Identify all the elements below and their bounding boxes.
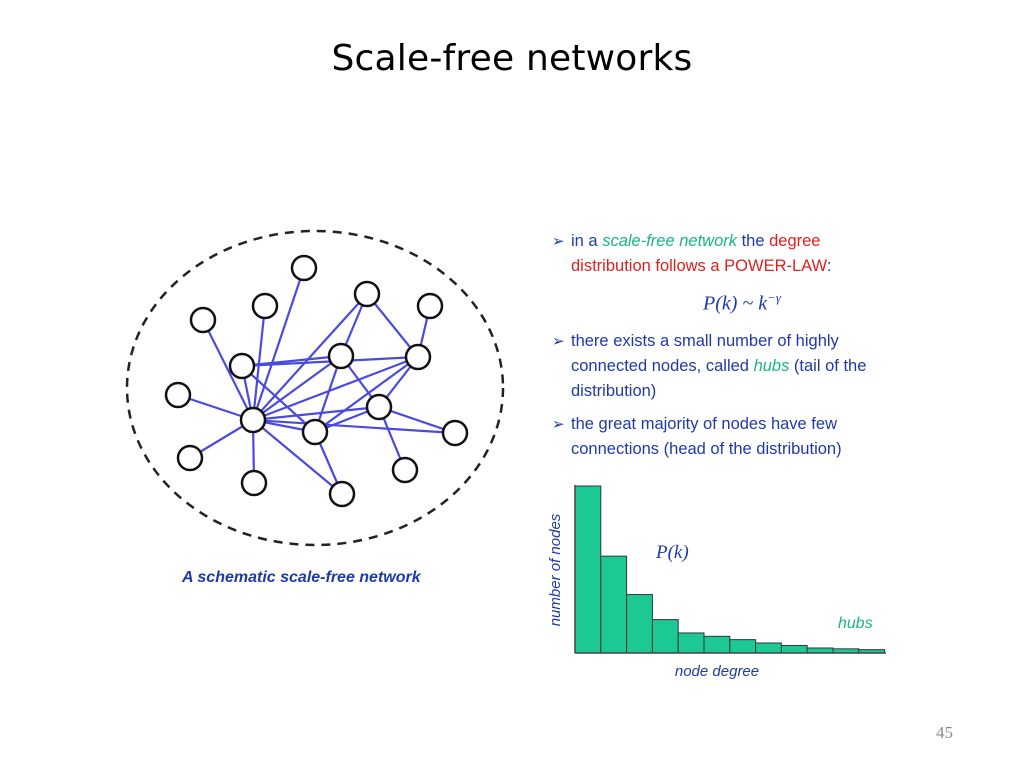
network-edge (241, 365, 316, 433)
network-node (404, 343, 432, 371)
histogram-bar (780, 644, 808, 654)
slide-title: Scale-free networks (331, 38, 693, 79)
network-edge (252, 355, 342, 421)
y-axis-label: number of nodes (547, 513, 564, 626)
bullet-list: ➢ in a scale-free network the degree dis… (552, 229, 902, 462)
network-node (290, 254, 318, 282)
histogram-bar (677, 632, 705, 654)
histogram-bar (574, 485, 602, 654)
power-law-formula: P(k) ~ k−γ (582, 285, 902, 319)
network-node (328, 480, 356, 508)
network-edge (378, 405, 456, 435)
network-nodes (164, 254, 469, 508)
network-edge (314, 356, 419, 433)
network-caption: A schematic scale-free network (182, 569, 421, 586)
network-diagram (125, 229, 505, 547)
histogram-bar (626, 594, 653, 654)
network-node (240, 469, 268, 497)
histogram-bar (806, 647, 834, 654)
bullet-text: the great majority of nodes have few con… (571, 415, 842, 458)
network-node (353, 280, 381, 308)
network-edge (251, 267, 306, 421)
network-node (365, 393, 393, 421)
term-power-law: degree distribution follows a POWER-LAW (571, 232, 827, 275)
histogram-bar (703, 635, 731, 654)
network-node (164, 381, 192, 409)
network-edge (252, 419, 343, 495)
term-hubs: hubs (753, 357, 790, 375)
network-edge (252, 293, 368, 421)
network-node (251, 292, 279, 320)
network-node (189, 306, 217, 334)
network-node (327, 342, 355, 370)
hubs-label: hubs (838, 615, 873, 632)
network-node (391, 456, 419, 484)
network-boundary (125, 229, 505, 547)
histogram-bar (755, 642, 782, 654)
arrow-bullet-icon: ➢ (552, 415, 565, 433)
formula-exponent: −γ (767, 290, 782, 305)
histogram-bar (729, 639, 757, 654)
curve-label: P(k) (655, 542, 689, 563)
network-edge (252, 418, 456, 435)
page-number: 45 (936, 723, 953, 742)
x-axis-label: node degree (675, 663, 759, 680)
bullet-text: there exists a small number of highly co… (571, 332, 839, 375)
network-node (176, 444, 204, 472)
network-edge (313, 355, 343, 433)
network-node (441, 419, 469, 447)
bullet-hubs: ➢ there exists a small number of highly … (552, 329, 902, 404)
histogram-bars (574, 485, 886, 654)
arrow-bullet-icon: ➢ (552, 232, 565, 250)
degree-histogram: number of nodes node degree P(k) hubs (547, 485, 886, 680)
arrow-bullet-icon: ➢ (552, 332, 565, 350)
bullet-text: in a (571, 232, 603, 250)
bullet-power-law: ➢ in a scale-free network the degree dis… (552, 229, 902, 279)
network-node (416, 292, 444, 320)
network-edge (252, 405, 380, 422)
network-edge (252, 355, 419, 422)
formula-base: P(k) ~ k (702, 292, 768, 315)
network-edge (202, 319, 254, 421)
network-node (228, 352, 256, 380)
bullet-text: (tail of the distribution) (571, 357, 867, 400)
bullet-majority: ➢ the great majority of nodes have few c… (552, 412, 902, 462)
term-scale-free-network: scale-free network (602, 232, 737, 250)
bullet-text: the (737, 232, 770, 250)
network-node (301, 418, 329, 446)
network-node (239, 406, 267, 434)
network-edge (366, 293, 419, 358)
bullet-text: : (826, 257, 832, 275)
histogram-bar (651, 619, 679, 654)
histogram-bar (600, 555, 628, 654)
network-edge (251, 305, 267, 421)
